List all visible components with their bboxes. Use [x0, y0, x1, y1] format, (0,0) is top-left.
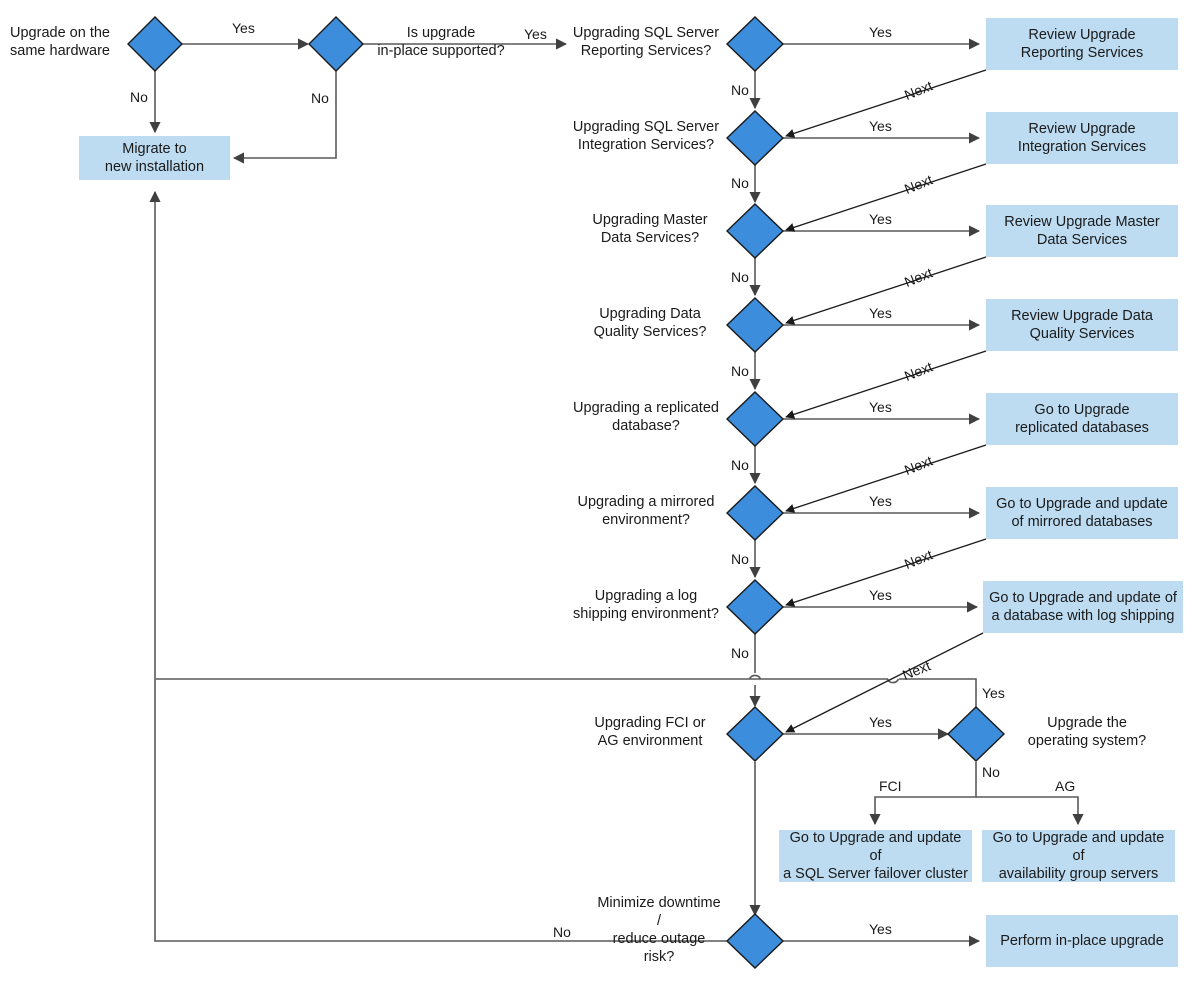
decision-replication[interactable] — [725, 391, 785, 447]
edge-minimize-no-migrate — [149, 190, 727, 942]
edge-label-logshipping-yes: Yes — [869, 587, 892, 603]
edge-label-ssis-yes: Yes — [869, 118, 892, 134]
edge-next-mirroring-logshipping — [785, 538, 987, 607]
edge-os-fci — [869, 762, 977, 826]
edge-label-replication-no: No — [731, 457, 749, 473]
decision-mds[interactable] — [725, 203, 785, 259]
process-goto-ag[interactable]: Go to Upgrade and update of availability… — [982, 830, 1175, 882]
edge-label-mirroring-no: No — [731, 551, 749, 567]
edge-label-minimize-yes: Yes — [869, 921, 892, 937]
edge-next-replication-mirroring — [785, 444, 987, 513]
edge-label-ssrs-yes: Yes — [869, 24, 892, 40]
edge-label-dqs-no: No — [731, 363, 749, 379]
edge-os-yes-a — [899, 678, 977, 707]
edge-next-mds-dqs — [785, 256, 987, 325]
decision-same-hardware[interactable] — [127, 16, 183, 72]
decision-fci-ag[interactable] — [725, 706, 785, 762]
decision-in-place-supported[interactable] — [308, 16, 364, 72]
line-jump-spine — [748, 674, 762, 680]
line-jump-bus — [886, 678, 900, 684]
edge-label-ssis-no: No — [731, 175, 749, 191]
process-review-ssrs[interactable]: Review Upgrade Reporting Services — [986, 18, 1178, 70]
edge-label-ssrs-no: No — [731, 82, 749, 98]
edge-label-mds-yes: Yes — [869, 211, 892, 227]
process-review-dqs[interactable]: Review Upgrade Data Quality Services — [986, 299, 1178, 351]
edge-label-logshipping-no: No — [731, 645, 749, 661]
edge-label-os-no: No — [982, 764, 1000, 780]
process-goto-log-shipping[interactable]: Go to Upgrade and update of a database w… — [983, 581, 1183, 633]
edge-next-ssis-mds — [785, 163, 987, 232]
edge-label-os-ag: AG — [1055, 778, 1076, 794]
edge-label-inplace-yes: Yes — [524, 26, 547, 42]
process-perform-in-place[interactable]: Perform in-place upgrade — [986, 915, 1178, 967]
edge-label-fciag-yes: Yes — [869, 714, 892, 730]
process-goto-fci[interactable]: Go to Upgrade and update of a SQL Server… — [779, 830, 972, 882]
edge-inplace-migrate — [232, 71, 337, 164]
decision-ssrs[interactable] — [725, 16, 785, 72]
decision-dqs[interactable] — [725, 297, 785, 353]
process-goto-replication[interactable]: Go to Upgrade replicated databases — [986, 393, 1178, 445]
edge-label-os-fci: FCI — [879, 778, 902, 794]
edge-label-samehw-yes: Yes — [232, 20, 255, 36]
edge-next-dqs-replication — [785, 350, 987, 419]
decision-ssis[interactable] — [725, 110, 785, 166]
decision-log-shipping[interactable] — [725, 579, 785, 635]
decision-upgrade-os[interactable] — [946, 706, 1006, 762]
edge-label-dqs-yes: Yes — [869, 305, 892, 321]
edge-os-ag — [976, 796, 1084, 826]
edge-next-logshipping-fciag — [785, 632, 984, 733]
edge-label-minimize-no: No — [553, 924, 571, 940]
process-review-ssis[interactable]: Review Upgrade Integration Services — [986, 112, 1178, 164]
edge-label-os-yes: Yes — [982, 685, 1005, 701]
process-goto-mirroring[interactable]: Go to Upgrade and update of mirrored dat… — [986, 487, 1178, 539]
decision-mirroring[interactable] — [725, 485, 785, 541]
edge-next-ssrs-ssis — [785, 69, 987, 138]
edge-label-mds-no: No — [731, 269, 749, 285]
edge-label-samehw-no: No — [130, 89, 148, 105]
edge-label-mirroring-yes: Yes — [869, 493, 892, 509]
process-migrate-new-install[interactable]: Migrate to new installation — [79, 136, 230, 180]
edge-label-replication-yes: Yes — [869, 399, 892, 415]
process-review-mds[interactable]: Review Upgrade Master Data Services — [986, 205, 1178, 257]
decision-minimize-downtime[interactable] — [725, 913, 785, 969]
edge-label-inplace-no: No — [311, 90, 329, 106]
